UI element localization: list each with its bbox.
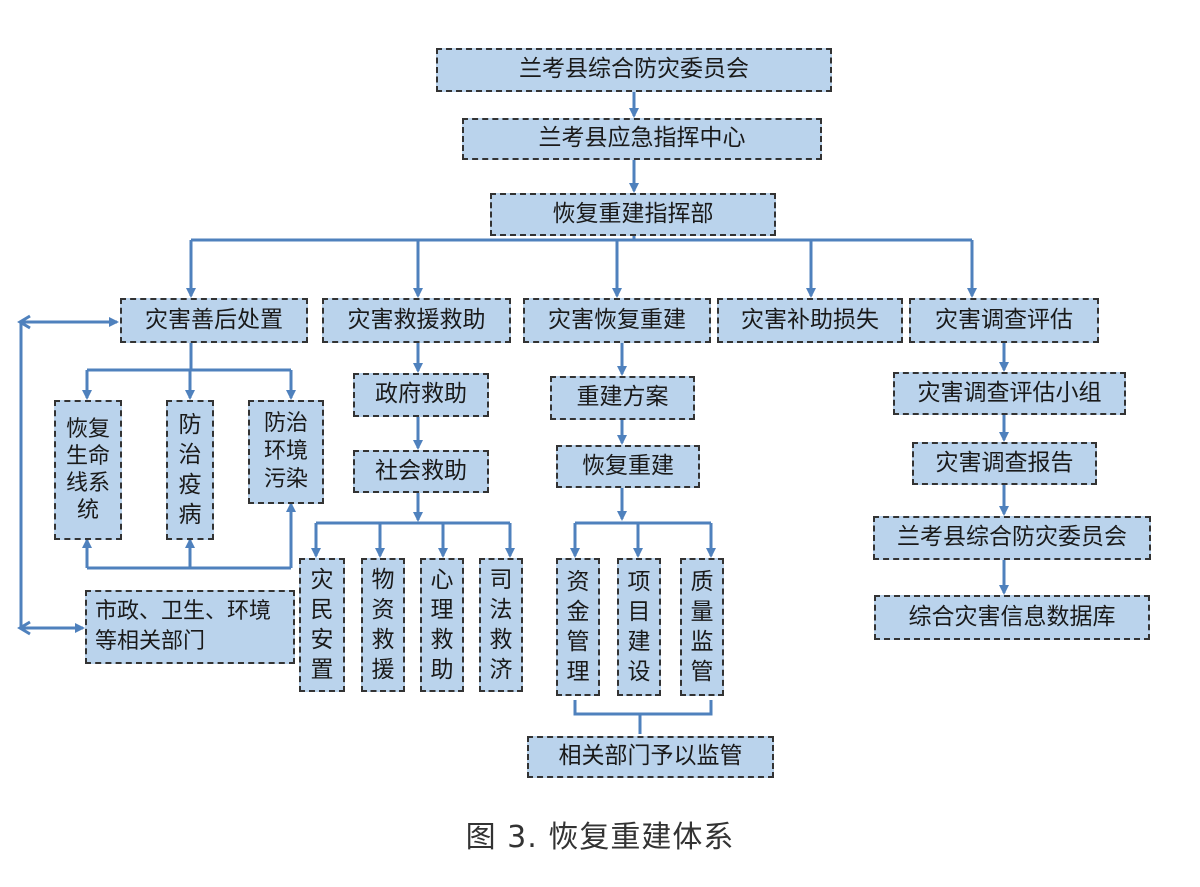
rebuild-box: 恢复重建 (556, 445, 700, 488)
gov-aid-label: 政府救助 (375, 381, 467, 408)
departments-box: 市政、卫生、环境等相关部门 (85, 590, 295, 664)
brace-to-supervise (573, 700, 713, 734)
pollution-label: 防治环境污染 (263, 411, 308, 492)
departments-label: 市政、卫生、环境等相关部门 (95, 599, 272, 654)
funds-box: 资金管理 (556, 558, 600, 696)
compensation-box: 灾害补助损失 (717, 298, 903, 343)
recovery-label: 灾害恢复重建 (548, 306, 686, 333)
epidemic-box: 防治疫病 (166, 400, 214, 540)
social-aid-label: 社会救助 (375, 457, 467, 484)
aftermath-label: 灾害善后处置 (145, 306, 283, 333)
committee-box: 兰考县综合防灾委员会 (436, 48, 832, 92)
pollution-box: 防治环境污染 (248, 400, 324, 504)
social-aid-box: 社会救助 (353, 450, 489, 493)
relief-box: 灾害救援救助 (322, 298, 511, 343)
plan-label: 重建方案 (576, 384, 669, 411)
survey-box: 灾害调查评估 (909, 298, 1099, 343)
team-box: 灾害调查评估小组 (893, 372, 1126, 415)
materials-box: 物资救援 (361, 558, 405, 692)
epidemic-label: 防治疫病 (178, 412, 202, 528)
resettle-box: 灾民安置 (299, 558, 345, 692)
supervise-box: 相关部门予以监管 (527, 736, 774, 778)
recovery-box: 灾害恢复重建 (523, 298, 711, 343)
lifeline-label: 恢复生命线系统 (65, 417, 110, 523)
database-label: 综合灾害信息数据库 (908, 603, 1116, 630)
aftermath-box: 灾害善后处置 (120, 298, 308, 343)
committee-2-box: 兰考县综合防灾委员会 (873, 516, 1151, 560)
report-label: 灾害调查报告 (935, 449, 1074, 476)
hq-box: 恢复重建指挥部 (490, 193, 776, 236)
quality-box: 质量监管 (680, 558, 724, 696)
quality-label: 质量监管 (690, 569, 714, 685)
hq-label: 恢复重建指挥部 (552, 200, 714, 227)
psych-label: 心理救助 (430, 567, 454, 683)
relief-label: 灾害救援救助 (347, 306, 486, 333)
compensation-label: 灾害补助损失 (741, 306, 879, 333)
psych-box: 心理救助 (420, 558, 464, 692)
committee-2-label: 兰考县综合防灾委员会 (897, 524, 1127, 551)
command-center-box: 兰考县应急指挥中心 (462, 118, 822, 160)
resettle-label: 灾民安置 (310, 567, 334, 683)
database-box: 综合灾害信息数据库 (874, 595, 1150, 640)
figure-caption: 图 3. 恢复重建体系 (465, 820, 735, 855)
survey-label: 灾害调查评估 (935, 306, 1073, 333)
judicial-box: 司法救济 (479, 558, 523, 692)
gov-aid-box: 政府救助 (353, 373, 489, 417)
funds-label: 资金管理 (566, 569, 590, 685)
committee-label: 兰考县综合防灾委员会 (519, 56, 749, 83)
project-box: 项目建设 (617, 558, 661, 696)
supervise-label: 相关部门予以监管 (558, 743, 743, 770)
judicial-label: 司法救济 (489, 567, 513, 683)
plan-box: 重建方案 (550, 376, 695, 420)
report-box: 灾害调查报告 (912, 442, 1097, 485)
project-label: 项目建设 (627, 569, 651, 685)
materials-label: 物资救援 (371, 567, 395, 683)
rebuild-label: 恢复重建 (582, 452, 674, 479)
command-center-label: 兰考县应急指挥中心 (538, 125, 746, 152)
lifeline-box: 恢复生命线系统 (54, 400, 122, 540)
team-label: 灾害调查评估小组 (917, 379, 1102, 406)
